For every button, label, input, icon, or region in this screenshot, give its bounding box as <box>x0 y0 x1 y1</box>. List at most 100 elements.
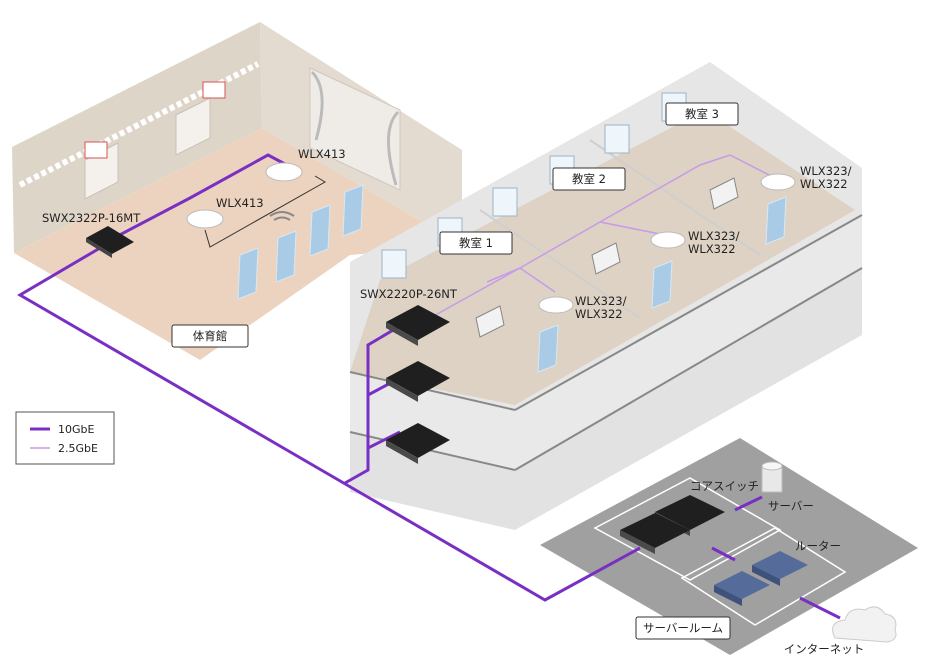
gym-label: 体育館 <box>193 329 228 343</box>
floor-edge <box>349 371 516 411</box>
tablet-icon <box>275 230 297 283</box>
switch-icon <box>86 226 134 254</box>
router-icon <box>714 585 742 606</box>
core-switch-label: コアスイッチ <box>690 479 759 493</box>
classroom1-label: 教室 1 <box>459 236 493 250</box>
gym-switch-device <box>86 226 134 258</box>
internet-cloud <box>832 606 897 643</box>
link-core-to-router <box>711 546 736 562</box>
gym-ap-b-label: WLX413 <box>216 196 264 210</box>
database-icon <box>761 461 783 471</box>
core-zone <box>593 477 782 581</box>
gym-label-box <box>171 324 249 348</box>
gym-tablets <box>237 184 364 300</box>
building-low-floor <box>350 268 862 530</box>
gym-ap-a <box>265 162 303 182</box>
switch-icon <box>386 378 418 402</box>
links-25gbe <box>429 154 776 319</box>
basketball-hoop-icon <box>84 141 108 159</box>
access-point-icon <box>186 209 224 229</box>
server-room-floor <box>540 438 918 655</box>
link-riser-floor3 <box>367 430 401 450</box>
router-icon <box>752 565 780 586</box>
switch-icon <box>386 423 450 458</box>
classroom1-label-box <box>439 231 513 255</box>
gym-back-wall-left <box>12 22 262 253</box>
internet-label: インターネット <box>784 642 865 656</box>
floor-switch-label: SWX2220P-26NT <box>360 287 458 301</box>
switch-icon <box>620 530 655 554</box>
access-point-icon <box>650 231 686 249</box>
gym-switch-label: SWX2322P-16MT <box>42 211 141 225</box>
router-zone <box>680 527 847 626</box>
laptop-icon <box>475 305 505 338</box>
ap3-label-line1: WLX323/ <box>800 164 852 178</box>
floor-switches <box>386 305 450 464</box>
gym-ap-bracket <box>204 175 326 248</box>
link-building-riser <box>344 324 401 485</box>
ap1-label-line1: WLX323/ <box>575 294 627 308</box>
cloud-icon <box>832 606 897 643</box>
window <box>492 187 518 217</box>
access-point-icon <box>760 173 796 191</box>
gym-door-b <box>175 97 211 156</box>
classroom2-label: 教室 2 <box>572 172 606 186</box>
gym-window-strip <box>18 61 260 188</box>
gym-area: 体育館 <box>12 22 462 360</box>
gym-ap-b <box>186 209 224 229</box>
router-devices <box>714 551 808 606</box>
legend-label-10gbe: 10GbE <box>58 423 95 436</box>
classroom-divider <box>589 139 761 256</box>
floor-edge <box>514 267 863 471</box>
tablet-icon <box>651 260 673 309</box>
tablet-icon <box>765 196 787 245</box>
ap3-label-line2: WLX322 <box>800 177 848 191</box>
switch-icon <box>386 305 450 340</box>
server-device <box>761 461 783 493</box>
wifi-signal-icon <box>269 211 295 221</box>
switch-icon <box>386 322 418 346</box>
classroom2-label-box <box>552 167 626 191</box>
window <box>604 124 630 154</box>
link-to-ap3 <box>729 154 776 179</box>
link-router-to-internet <box>799 596 841 620</box>
server-label: サーバー <box>768 499 814 513</box>
basketball-hoop-icon <box>202 81 226 99</box>
classroom-devices <box>475 173 796 373</box>
laptop-icon <box>591 242 621 275</box>
classroom3-label: 教室 3 <box>685 107 719 121</box>
link-gym-to-core <box>17 246 641 602</box>
router-label: ルーター <box>795 539 841 553</box>
link-core-to-server <box>734 495 763 512</box>
laptop-icon <box>709 177 739 210</box>
access-point-icon <box>265 162 303 182</box>
classroom3-label-box <box>665 102 739 126</box>
window <box>381 249 407 279</box>
ap2-label-line2: WLX322 <box>688 242 736 256</box>
switch-icon <box>620 513 690 548</box>
tablet-icon <box>237 247 259 300</box>
ap2-label-line1: WLX323/ <box>688 229 740 243</box>
core-switch-device <box>620 495 725 554</box>
switch-icon <box>386 440 418 464</box>
ap1-label-line2: WLX322 <box>575 307 623 321</box>
tablet-icon <box>342 184 364 237</box>
access-point-icon <box>538 296 574 314</box>
server-room-area: サーバールーム <box>540 438 918 655</box>
floor-edge <box>349 431 516 471</box>
server-room-label: サーバールーム <box>643 621 723 635</box>
gym-ap-a-label: WLX413 <box>298 147 346 161</box>
gym-stage <box>309 67 401 191</box>
gym-curtain <box>310 70 400 186</box>
link-to-laptop1 <box>486 267 521 283</box>
building-mid-floor <box>350 215 862 470</box>
gym-floor <box>14 128 462 360</box>
legend-label-25gbe: 2.5GbE <box>58 442 98 455</box>
switch-icon <box>386 361 450 396</box>
floor-edge <box>514 214 863 411</box>
legend: 10GbE 2.5GbE <box>15 411 115 465</box>
legend-box <box>15 411 115 465</box>
tablet-icon <box>537 324 559 373</box>
